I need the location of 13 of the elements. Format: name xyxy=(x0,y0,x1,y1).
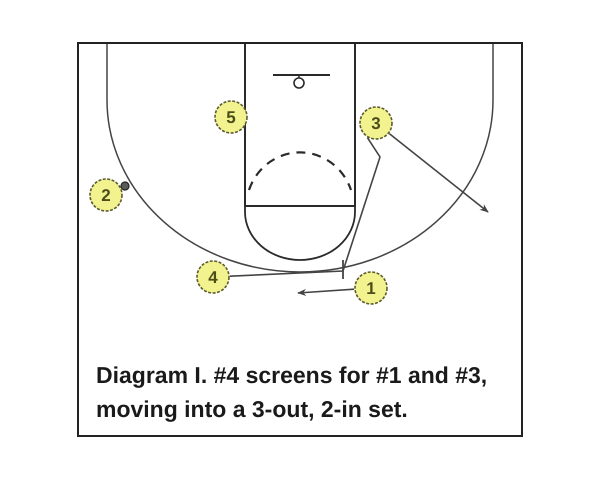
movement-arrow xyxy=(297,288,354,296)
player-circle xyxy=(89,178,123,212)
player-circle xyxy=(354,271,388,305)
player-circle xyxy=(214,100,248,134)
player-number: 2 xyxy=(101,186,111,204)
movement-arrow xyxy=(388,132,489,213)
player-circle xyxy=(196,260,230,294)
diagram-caption: Diagram I. #4 screens for #1 and #3, moving into a 3-out, 2-in set. xyxy=(96,361,488,424)
player-number: 5 xyxy=(226,108,236,126)
player-number: 3 xyxy=(371,114,381,132)
player-number: 4 xyxy=(208,268,218,286)
player-number: 1 xyxy=(366,280,376,296)
player-circle xyxy=(359,106,393,140)
